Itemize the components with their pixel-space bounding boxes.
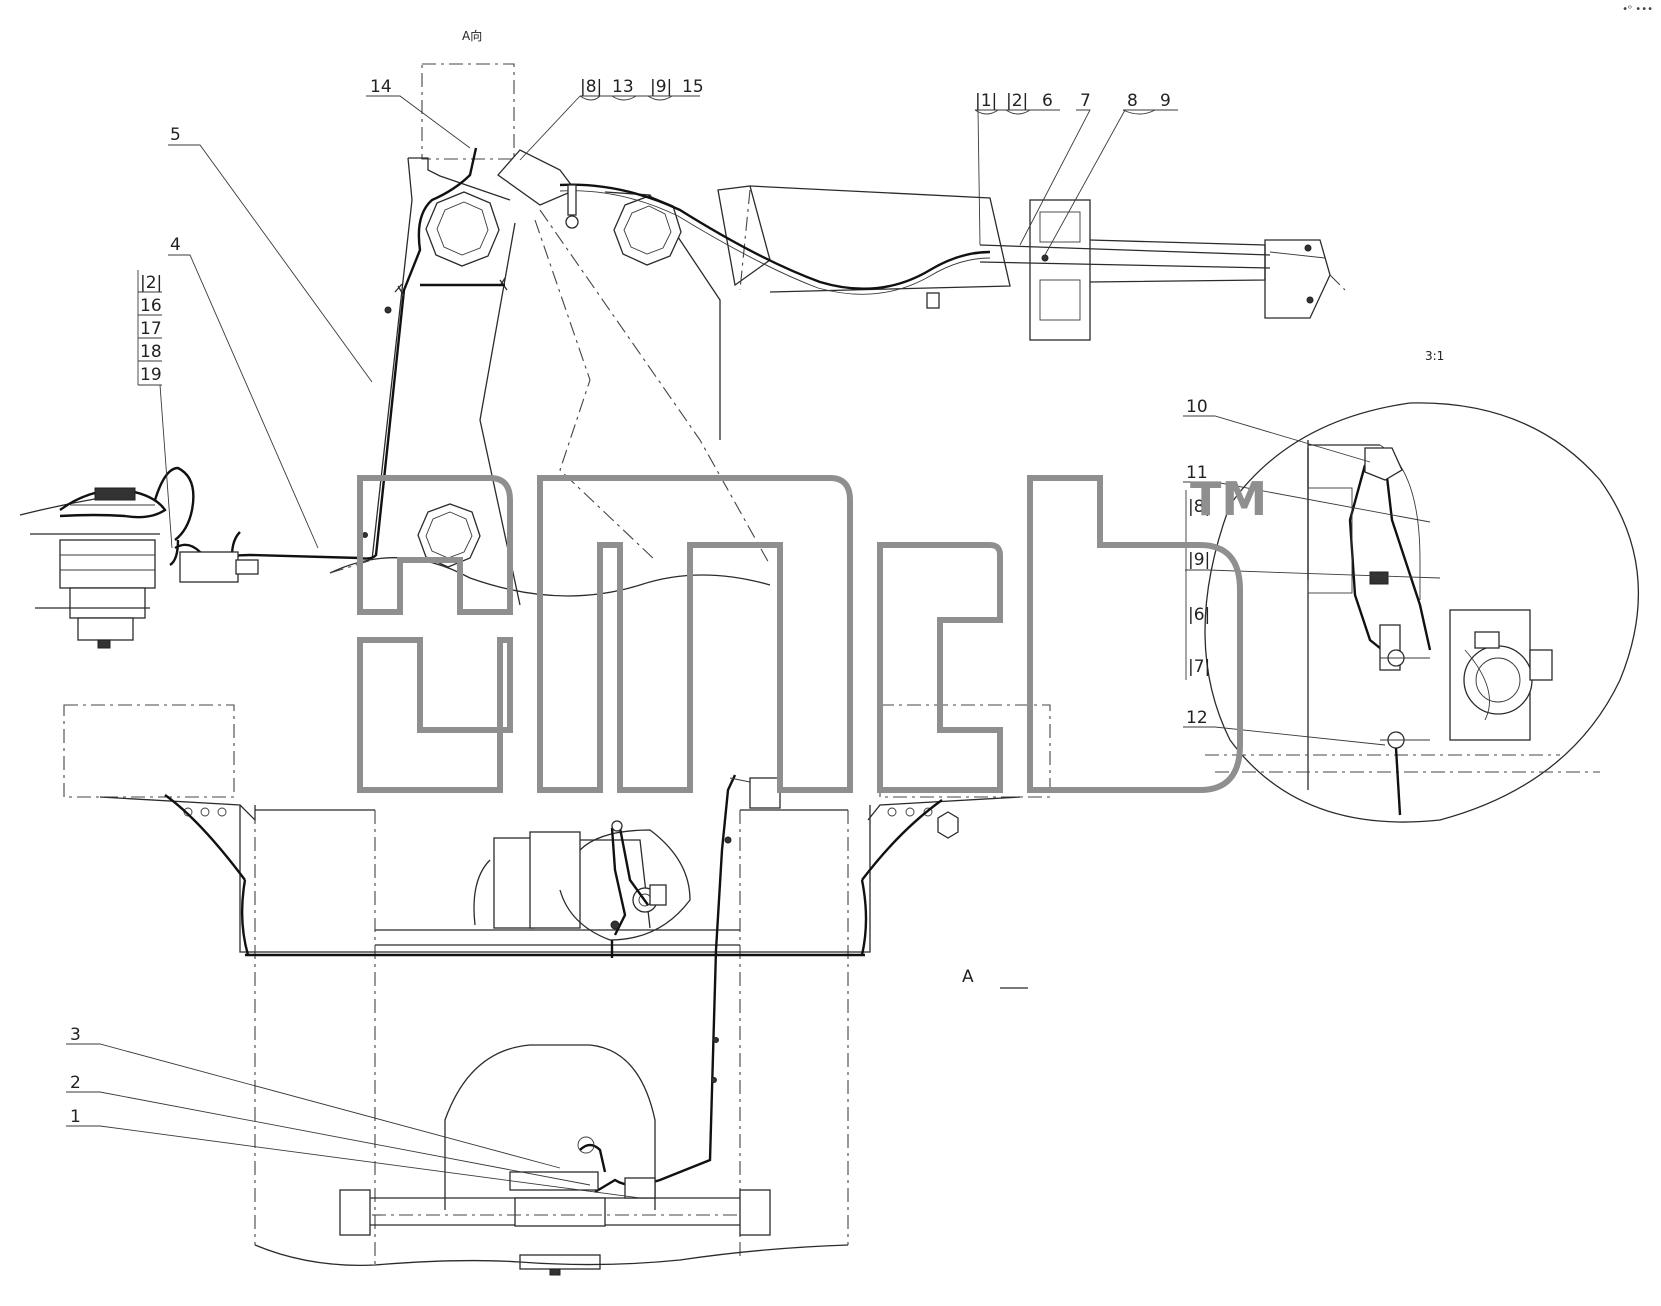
bottom-label-2: 2 bbox=[70, 1073, 81, 1093]
label-6: 6 bbox=[1042, 91, 1053, 111]
detail-label-10: 10 bbox=[1186, 397, 1208, 417]
label-9: 9 bbox=[1160, 91, 1171, 111]
detail-label-7-boxed: |7| bbox=[1188, 657, 1210, 677]
view-label-a: A向 bbox=[462, 28, 482, 43]
label-1-boxed: |1| bbox=[975, 91, 997, 111]
detail-view: 3:1 bbox=[1204, 349, 1640, 823]
dots-icon: •ᵒ ••• bbox=[1622, 4, 1653, 15]
top-view-labels: 14 5 4 |8| 13 |9| 15 |1| |2| 6 7 8 9 |2|… bbox=[137, 77, 1178, 549]
detail-scale: 3:1 bbox=[1425, 349, 1444, 363]
label-9-boxed: |9| bbox=[650, 77, 672, 97]
watermark-tm: TM bbox=[1190, 472, 1267, 526]
top-view: A向 bbox=[19, 28, 1346, 649]
label-4: 4 bbox=[170, 235, 181, 255]
label-8: 8 bbox=[1127, 91, 1138, 111]
label-2-boxed: |2| bbox=[1006, 91, 1028, 111]
bottom-view bbox=[63, 704, 1051, 1276]
bottom-label-3: 3 bbox=[70, 1025, 81, 1045]
label-15: 15 bbox=[682, 77, 704, 97]
detail-label-12: 12 bbox=[1186, 708, 1208, 728]
label-14: 14 bbox=[370, 77, 392, 97]
bottom-view-labels: A 3 2 1 bbox=[66, 967, 1028, 1199]
stack-label-2-boxed: |2| bbox=[140, 273, 162, 293]
label-5: 5 bbox=[170, 125, 181, 145]
stack-label-17: 17 bbox=[140, 319, 162, 339]
stack-label-16: 16 bbox=[140, 296, 162, 316]
stack-label-19: 19 bbox=[140, 365, 162, 385]
watermark-logo: TM bbox=[357, 472, 1267, 793]
bottom-label-1: 1 bbox=[70, 1107, 81, 1127]
detail-label-11: 11 bbox=[1186, 463, 1208, 483]
label-7: 7 bbox=[1080, 91, 1091, 111]
label-13: 13 bbox=[612, 77, 634, 97]
label-8-boxed: |8| bbox=[580, 77, 602, 97]
stack-label-18: 18 bbox=[140, 342, 162, 362]
detail-view-labels: 10 11 |8| |9| |6| |7| 12 bbox=[1183, 397, 1441, 746]
detail-label-8-boxed: |8| bbox=[1188, 497, 1210, 517]
section-mark-a: A bbox=[962, 967, 974, 987]
detail-label-9-boxed: |9| bbox=[1188, 550, 1210, 570]
detail-label-6-boxed: |6| bbox=[1188, 605, 1210, 625]
